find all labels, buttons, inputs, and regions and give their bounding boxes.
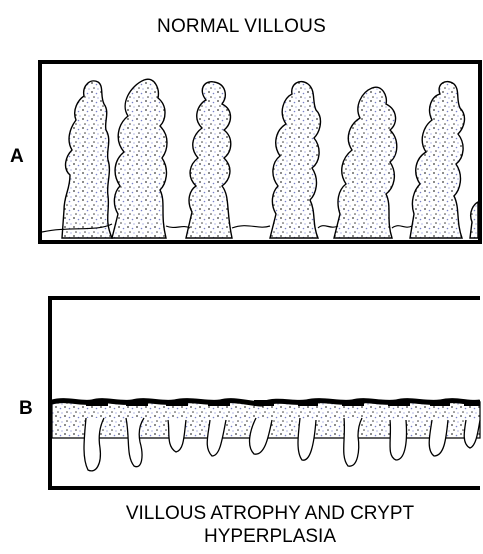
normal-villi — [62, 79, 478, 238]
crypt-9 — [429, 420, 448, 456]
crypt-5 — [250, 418, 272, 454]
crypt-10 — [464, 420, 480, 448]
crypt-7 — [344, 418, 362, 466]
bottom-caption: VILLOUS ATROPHY AND CRYPT HYPERPLASIA — [60, 502, 480, 548]
bottom-caption-line-1: VILLOUS ATROPHY AND CRYPT — [60, 502, 480, 525]
villus-7 — [470, 202, 478, 238]
villus-6 — [410, 82, 464, 238]
crypt-6 — [298, 418, 316, 460]
panel-b-frame — [50, 298, 480, 488]
villus-4 — [270, 82, 320, 238]
villus-2 — [112, 79, 167, 238]
villus-5 — [334, 87, 397, 238]
villus-1 — [62, 81, 112, 238]
crypt-3 — [168, 420, 186, 452]
villus-3 — [186, 82, 232, 238]
crypt-8 — [390, 420, 407, 460]
crypt-1 — [84, 418, 104, 471]
bottom-caption-line-2: HYPERPLASIA — [60, 525, 480, 548]
